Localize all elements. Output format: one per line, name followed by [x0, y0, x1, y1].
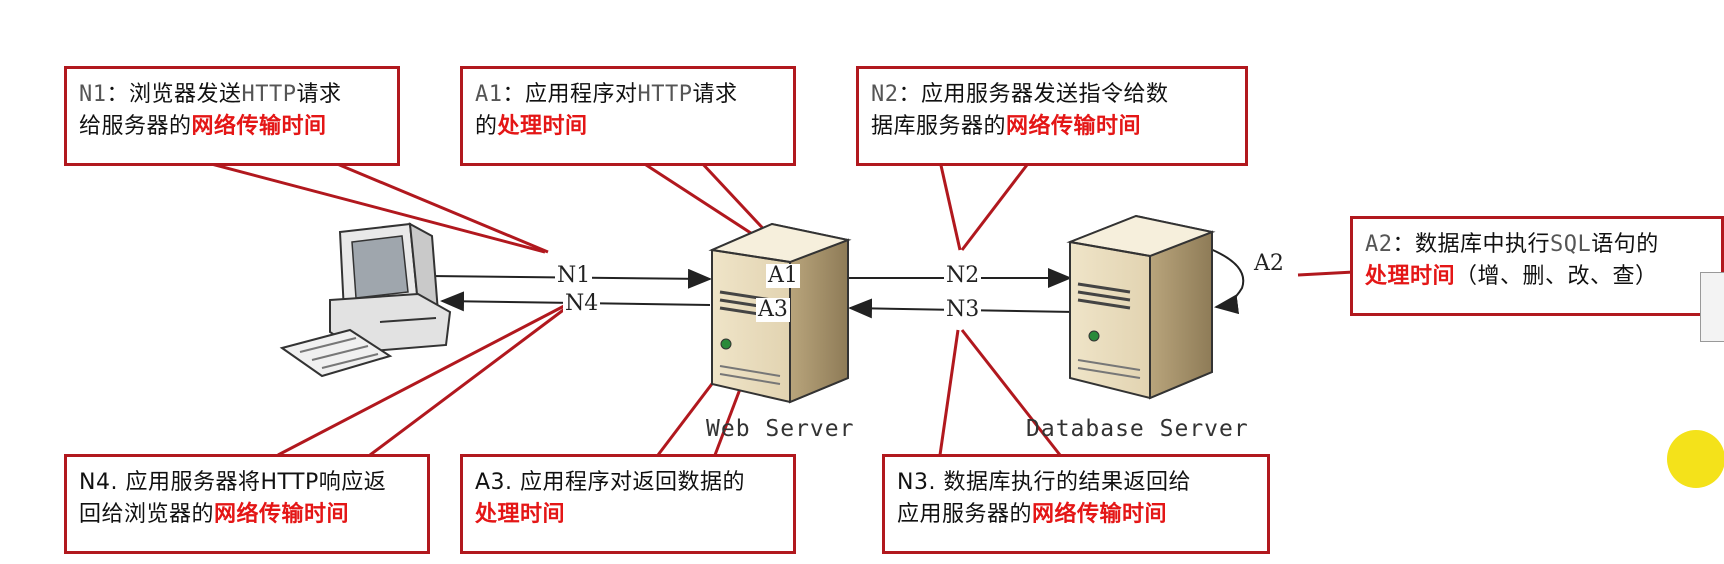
callout-n3: N3. 数据库执行的结果返回给 应用服务器的网络传输时间	[882, 454, 1270, 554]
callout-a1: A1：应用程序对HTTP请求 的处理时间	[460, 66, 796, 166]
callout-n4: N4. 应用服务器将HTTP响应返 回给浏览器的网络传输时间	[64, 454, 430, 554]
label-a1: A1	[766, 263, 800, 288]
label-a2: A2	[1252, 251, 1286, 276]
callout-a3: A3. 应用程序对返回数据的 处理时间	[460, 454, 796, 554]
label-a3: A3	[756, 297, 790, 322]
callout-n2: N2：应用服务器发送指令给数 据库服务器的网络传输时间	[856, 66, 1248, 166]
database-server-label: Database Server	[1026, 416, 1249, 442]
cursor-highlight	[1667, 430, 1724, 488]
side-panel-handle[interactable]	[1700, 272, 1724, 342]
label-n1: N1	[555, 263, 593, 288]
web-server-label: Web Server	[706, 416, 855, 442]
callout-a2: A2：数据库中执行SQL语句的 处理时间（增、删、改、查）	[1350, 216, 1724, 316]
callout-n1: N1：浏览器发送HTTP请求 给服务器的网络传输时间	[64, 66, 400, 166]
computer-icon	[279, 222, 452, 378]
label-n4: N4	[563, 291, 601, 316]
label-n2: N2	[944, 263, 982, 288]
label-n3: N3	[944, 297, 982, 322]
database-server-icon	[1066, 214, 1216, 400]
